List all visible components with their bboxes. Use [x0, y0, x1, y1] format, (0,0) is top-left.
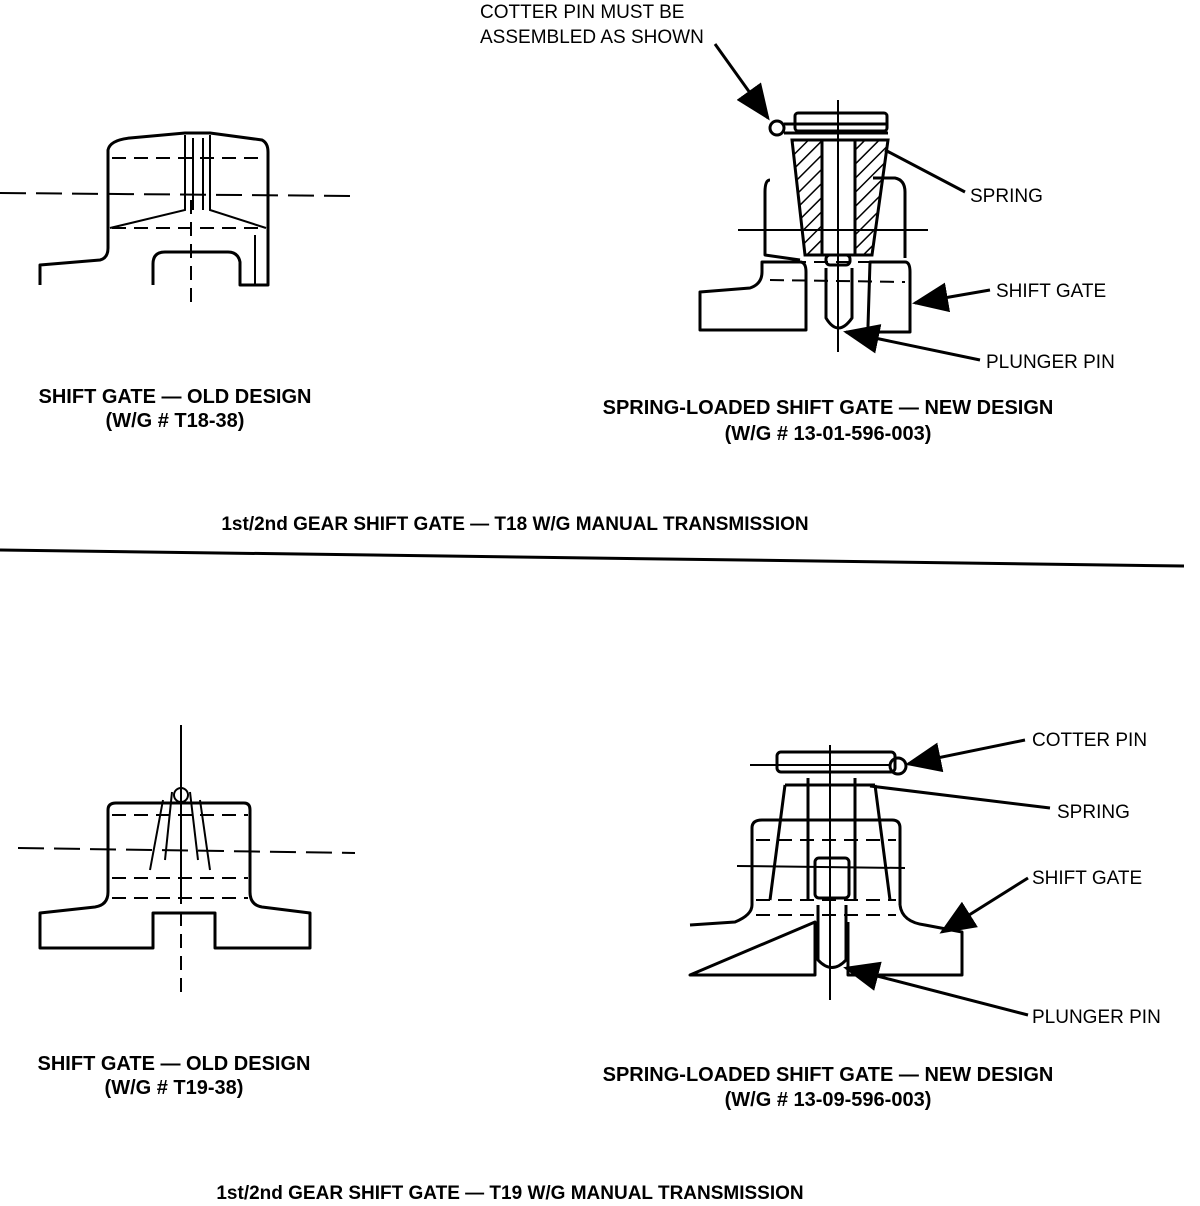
callout-shift-gate: SHIFT GATE: [996, 281, 1106, 302]
top-callout-leaders: [713, 43, 991, 362]
new-design-caption: SPRING-LOADED SHIFT GATE — NEW DESIGN: [603, 397, 1054, 419]
bottom-callout-leaders: [843, 738, 1051, 1017]
callout-cotter-pin-line2: ASSEMBLED AS SHOWN: [480, 27, 704, 48]
callout-shift-gate: SHIFT GATE: [1032, 868, 1142, 889]
new-design-caption: SPRING-LOADED SHIFT GATE — NEW DESIGN: [603, 1064, 1054, 1086]
callout-plunger-pin: PLUNGER PIN: [986, 352, 1115, 373]
callout-plunger-pin: PLUNGER PIN: [1032, 1007, 1161, 1028]
new-design-part-number: (W/G # 13-01-596-003): [725, 423, 932, 445]
old-shift-gate-t19-drawing: [17, 725, 356, 992]
callout-cotter-pin: COTTER PIN: [1032, 730, 1147, 751]
old-design-caption: SHIFT GATE — OLD DESIGN: [38, 1053, 311, 1075]
section-title-t18: 1st/2nd GEAR SHIFT GATE — T18 W/G MANUAL…: [221, 514, 808, 535]
section-divider: [0, 548, 1185, 568]
old-design-part-number: (W/G # T18-38): [106, 410, 245, 432]
new-design-part-number: (W/G # 13-09-596-003): [725, 1089, 932, 1111]
old-design-caption: SHIFT GATE — OLD DESIGN: [39, 386, 312, 408]
callout-spring: SPRING: [1057, 802, 1130, 823]
callout-spring: SPRING: [970, 186, 1043, 207]
old-design-part-number: (W/G # T19-38): [105, 1077, 244, 1099]
new-shift-gate-t18-drawing: [698, 100, 928, 352]
old-shift-gate-t18-drawing: [0, 131, 356, 310]
callout-cotter-pin-line1: COTTER PIN MUST BE: [480, 2, 684, 23]
section-title-t19: 1st/2nd GEAR SHIFT GATE — T19 W/G MANUAL…: [216, 1183, 803, 1204]
new-shift-gate-t19-drawing: [688, 745, 964, 1000]
